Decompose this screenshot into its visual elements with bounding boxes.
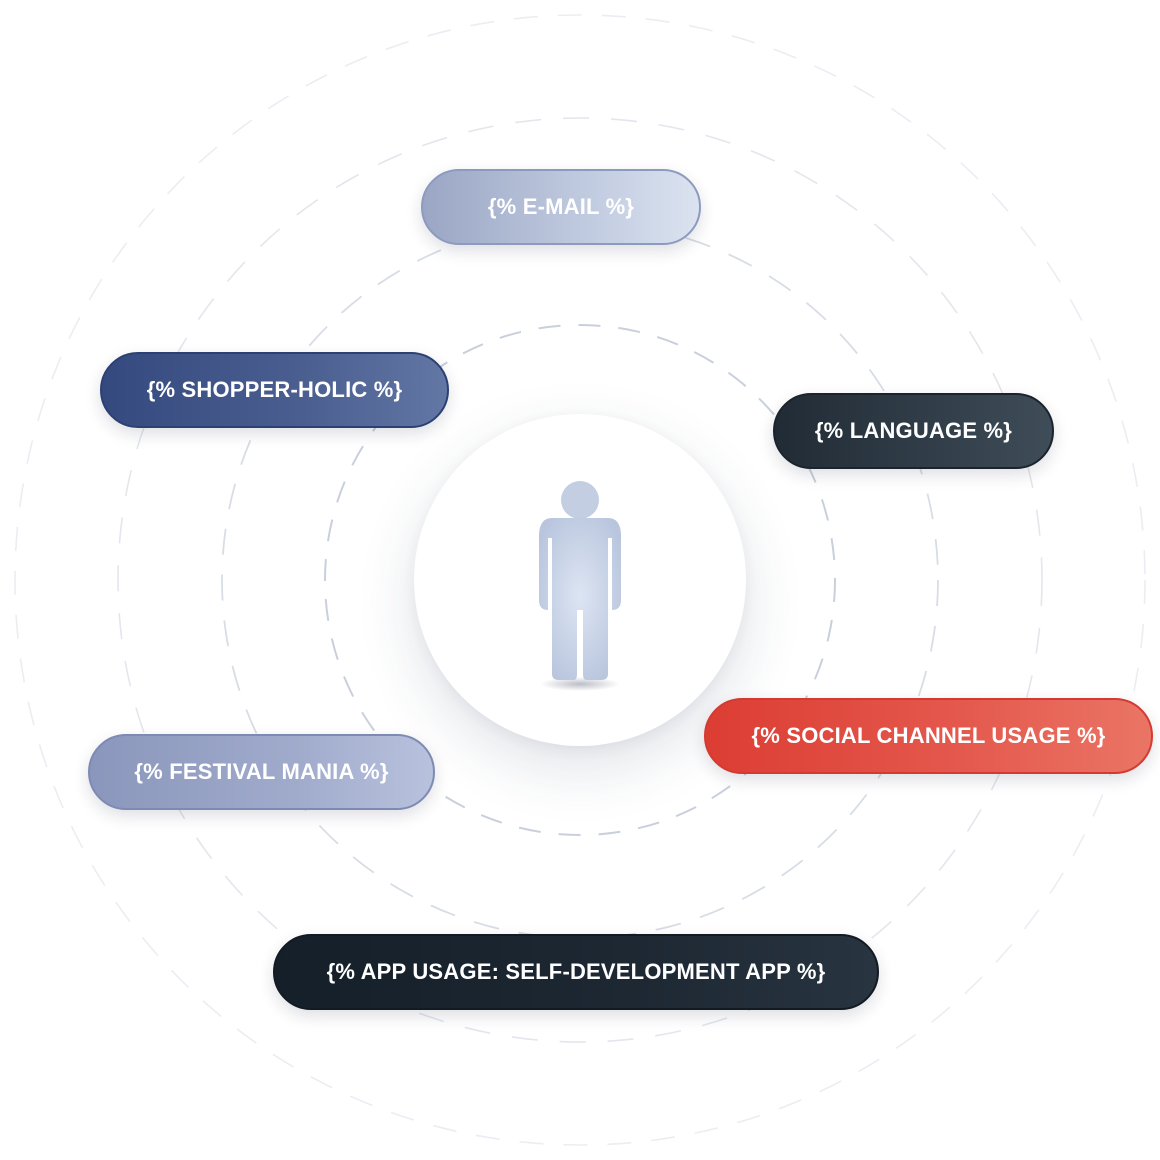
tag-email: {% E-MAIL %}: [421, 169, 701, 245]
ring-inner: [324, 324, 836, 836]
tag-festival-mania: {% FESTIVAL MANIA %}: [88, 734, 435, 810]
person-icon: [539, 481, 621, 691]
tag-social-channel-usage: {% SOCIAL CHANNEL USAGE %}: [704, 698, 1153, 774]
tag-language: {% LANGUAGE %}: [773, 393, 1054, 469]
ring-outer: [14, 14, 1146, 1146]
tag-shopper-holic: {% SHOPPER-HOLIC %}: [100, 352, 449, 428]
tag-app-usage: {% APP USAGE: SELF-DEVELOPMENT APP %}: [273, 934, 879, 1010]
ring-4: [117, 117, 1043, 1043]
